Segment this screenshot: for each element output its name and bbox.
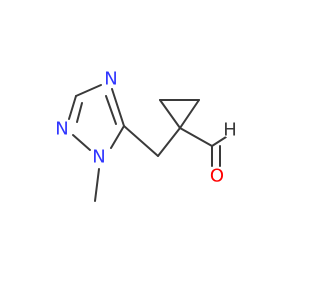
bond-c5-ch2 (123, 125, 159, 157)
bonds (68, 84, 227, 202)
bond-n2-c3 (68, 95, 77, 120)
atom-n-methyl-label: N (92, 147, 105, 168)
atom-n-methyl-bg (90, 148, 108, 166)
atom-o-aldehyde: O (208, 166, 226, 187)
atom-o-aldehyde-bg (208, 167, 226, 185)
atom-n-left-label: N (55, 119, 68, 140)
bond-c3-n4 (75, 84, 102, 97)
atom-n-top-label: N (104, 69, 117, 90)
bond-cp-cho (179, 127, 213, 147)
bond-n1-n2 (72, 134, 91, 151)
bond-n4-c5-double (105, 95, 117, 125)
molecule-diagram: N N N O H (53, 68, 238, 202)
bond-n2-c3-double (76, 102, 83, 123)
atom-n-left: N (53, 119, 71, 140)
atom-h-aldehyde: H (222, 120, 238, 141)
atom-labels: N N N O H (53, 69, 238, 187)
bond-ch2-cp (157, 127, 181, 157)
bond-n4-c5 (111, 88, 125, 127)
bond-cp-b (179, 99, 200, 129)
atom-h-aldehyde-label: H (223, 120, 237, 141)
atom-n-top-bg (102, 70, 120, 88)
bond-c5-n1 (110, 125, 125, 149)
atom-n-top: N (102, 69, 120, 90)
atom-h-aldehyde-bg (222, 122, 238, 138)
bond-cho-h (211, 136, 227, 147)
atom-n-left-bg (53, 120, 71, 138)
atom-n-methyl: N (90, 147, 108, 168)
atom-o-aldehyde-label: O (210, 166, 224, 187)
bond-cp-a (159, 99, 181, 129)
bond-n1-methyl (94, 168, 100, 202)
